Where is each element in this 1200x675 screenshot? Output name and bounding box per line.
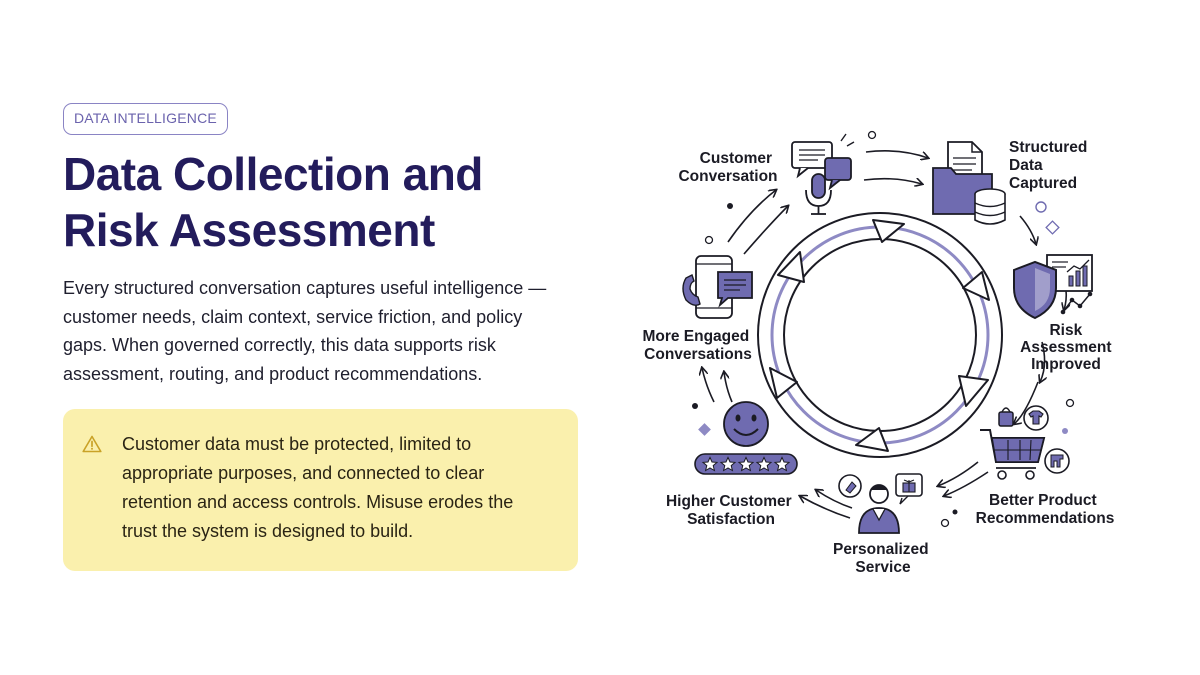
shopping-cart-icon [980,405,1070,480]
stage-label-customer-conversation: Customer Conversation [678,150,777,185]
chat-microphone-icon [791,133,855,215]
ring-arrowhead [872,219,905,243]
phone-chat-icon [682,255,753,319]
paragraph-line: Every structured conversation captures u… [63,278,547,298]
stage-label-structured-data-captured: Structured Data Captured [1009,139,1092,192]
stage-label-better-product-recommendations: Better Product Recommendations [976,492,1115,527]
cycle-arrows [702,150,1066,519]
paragraph-line: customer needs, claim context, service f… [63,306,523,327]
warning-icon [82,435,102,453]
ring-arrowhead [777,251,805,283]
data-cycle-diagram: Customer Conversation Structured Data Ca… [642,130,1116,576]
ring-arrowhead [769,367,798,399]
paragraph-line: gaps. When governed correctly, this data… [63,335,496,356]
ring-arrowhead [962,271,990,301]
section-badge: DATA INTELLIGENCE [63,103,228,135]
shield-chart-icon [1013,254,1093,320]
callout-line: Customer data must be protected, limited… [122,434,472,454]
stage-label-risk-assessment-improved: Risk Assessment Improved [1020,322,1116,373]
warning-callout: Customer data must be protected, limited… [63,409,578,571]
callout-line: trust the system is designed to build. [122,521,414,541]
cycle-ring [757,212,1003,458]
page-title: Data Collection and Risk Assessment [63,146,583,258]
ring-arrowhead [855,427,889,452]
ring-arrowhead [958,375,989,407]
callout-line: appropriate purposes, and connected to c… [122,463,485,483]
stage-label-higher-customer-satisfaction: Higher Customer Satisfaction [666,493,796,528]
stage-label-more-engaged-conversations: More Engaged Conversations [642,328,753,363]
intro-paragraph: Every structured conversation captures u… [63,274,573,389]
paragraph-line: assessment, routing, and product recomme… [63,364,483,385]
title-line: Data Collection and [63,148,483,200]
folder-database-icon [932,141,1006,225]
person-gift-icon [838,473,923,534]
stage-label-personalized-service: Personalized Service [833,541,933,576]
smiley-stars-icon [694,401,798,475]
callout-line: retention and access controls. Misuse er… [122,492,514,512]
callout-text: Customer data must be protected, limited… [122,430,552,546]
title-line: Risk Assessment [63,204,435,256]
